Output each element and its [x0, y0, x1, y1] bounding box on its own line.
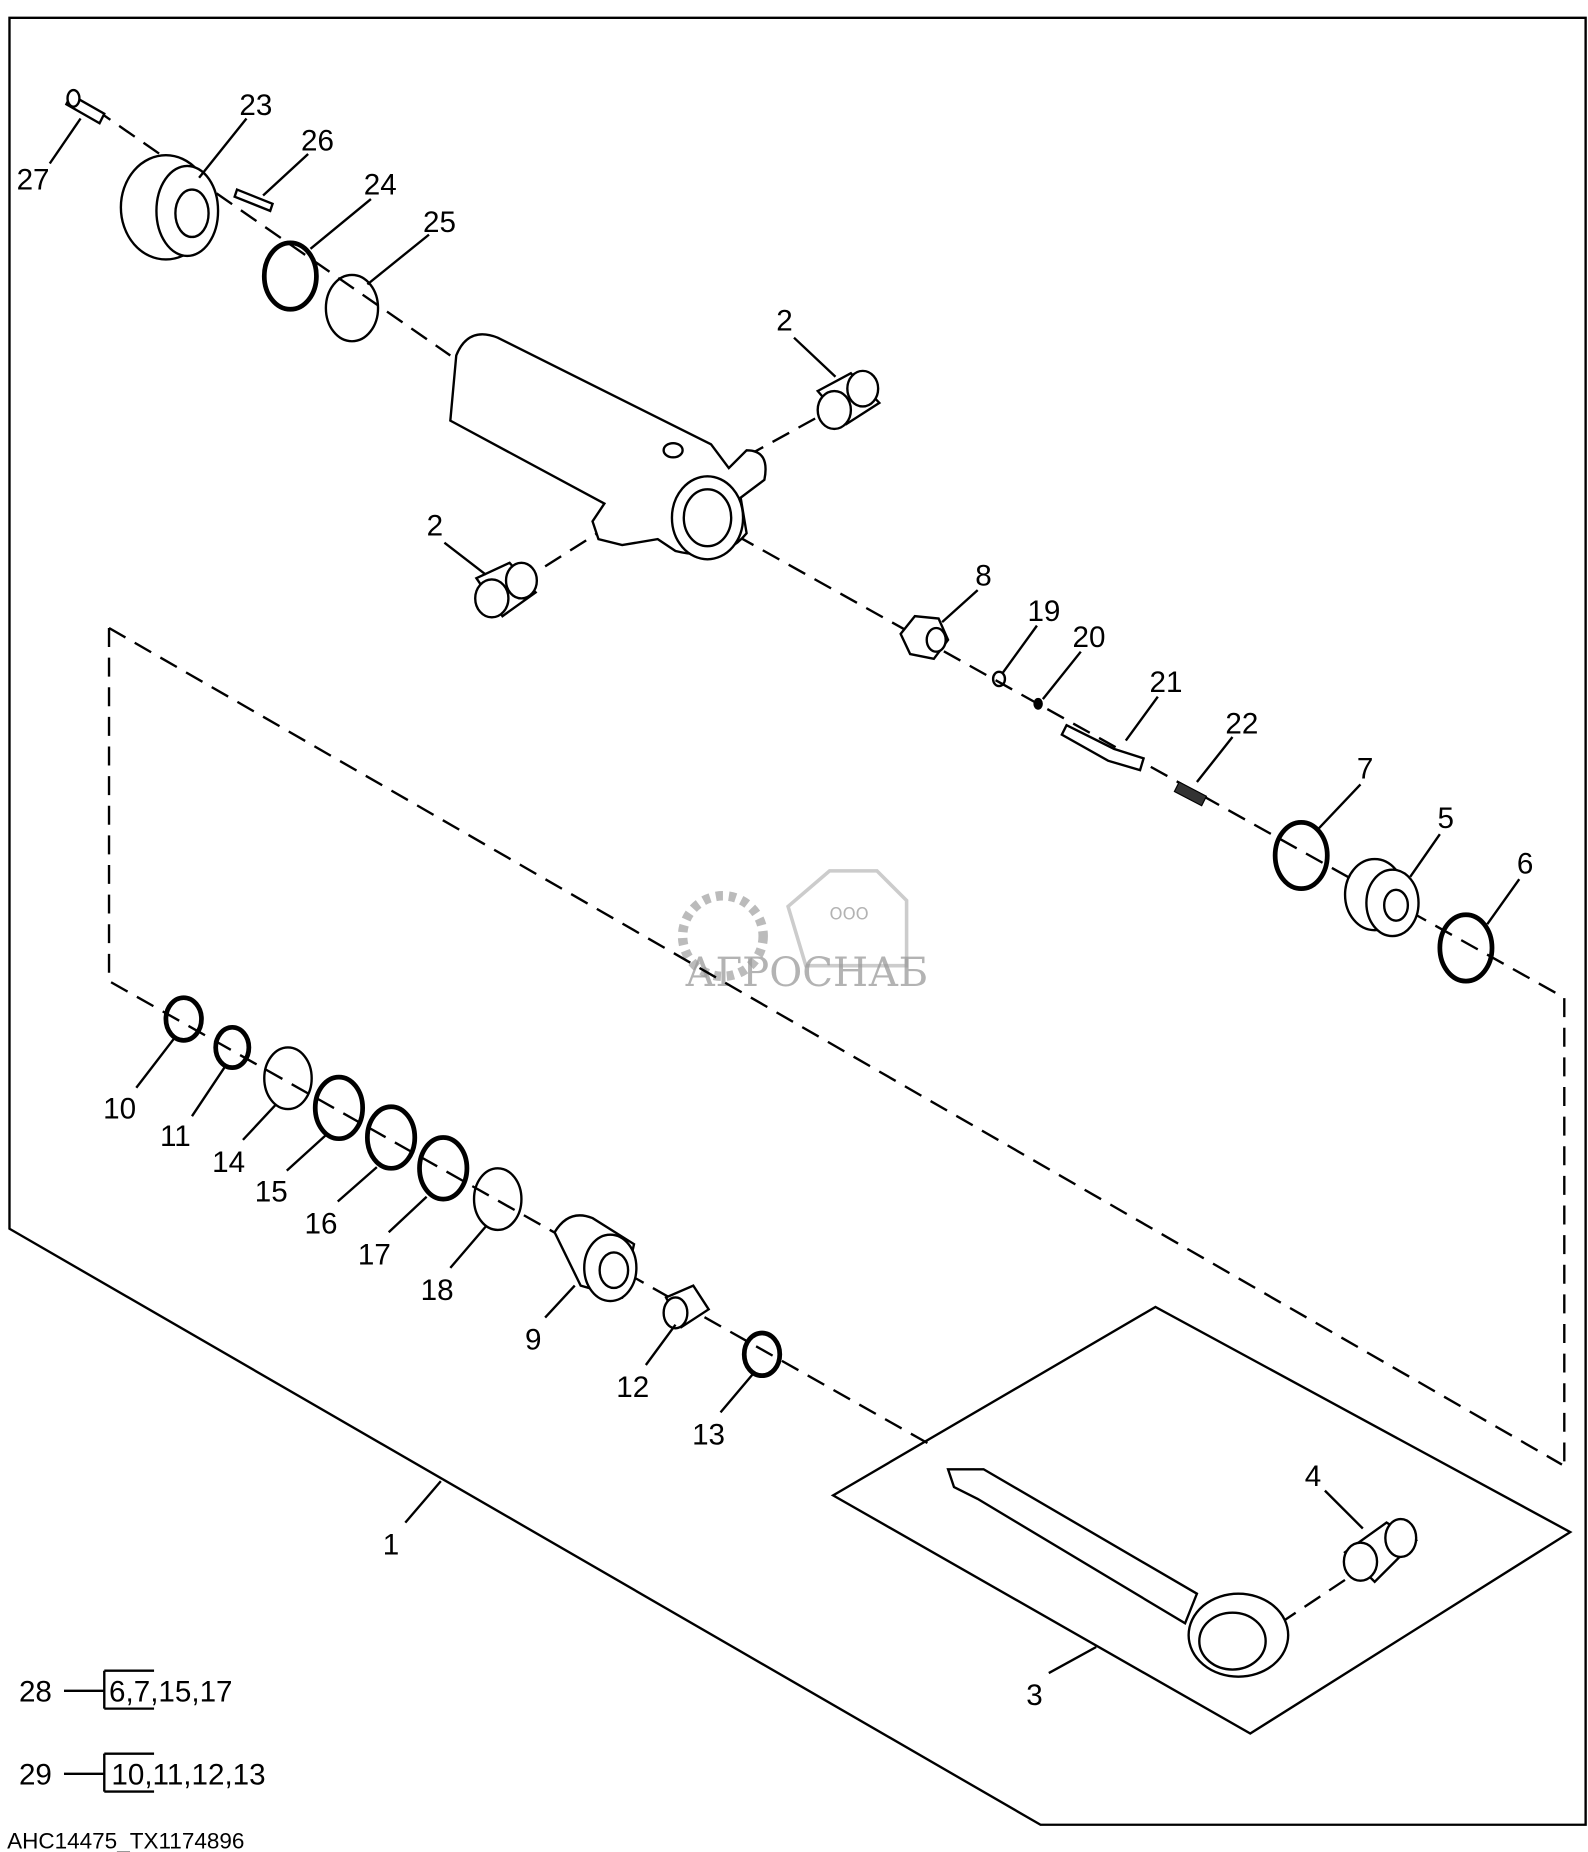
callout-26: 26 [301, 124, 334, 157]
part-13-wiper [741, 1330, 783, 1379]
callout-21: 21 [1150, 666, 1183, 699]
callout-12: 12 [616, 1371, 649, 1404]
part-2-bushing-upper [815, 369, 882, 431]
part-5-piston [1343, 857, 1420, 938]
part-25-backup-ring [324, 273, 380, 343]
assembly-frame [8, 16, 1587, 1826]
kit-contents: 10,11,12,13 [111, 1758, 265, 1791]
callout-2-upper: 2 [776, 305, 792, 338]
part-3-rod-box [830, 1305, 1573, 1735]
cylinder-barrel [449, 333, 767, 561]
callout-27: 27 [17, 164, 50, 197]
kit-legend: 28 6,7,15,17 29 10,11,12,13 [19, 1669, 266, 1793]
part-4-bushing [1342, 1517, 1419, 1584]
callout-7: 7 [1357, 752, 1373, 785]
part-3-piston-rod [946, 1468, 1290, 1678]
part-9-gland [553, 1214, 638, 1303]
callout-22: 22 [1225, 707, 1258, 740]
part-11-seal [213, 1024, 252, 1070]
part-7-backup-ring [1272, 819, 1330, 892]
callout-9: 9 [525, 1324, 541, 1357]
callout-17: 17 [358, 1238, 391, 1271]
part-10-wiper [163, 995, 204, 1043]
part-19-ring [991, 670, 1007, 688]
callout-18: 18 [421, 1274, 454, 1307]
part-2-bushing-lower [474, 561, 539, 619]
callout-16: 16 [305, 1207, 338, 1240]
part-26-pin [233, 188, 275, 213]
callout-4: 4 [1305, 1460, 1321, 1493]
callout-13: 13 [692, 1418, 725, 1451]
callout-15: 15 [255, 1175, 288, 1208]
part-22-spring [1173, 781, 1208, 807]
assembly-axes [94, 108, 1566, 1625]
part-23-cylinder-head [119, 154, 220, 261]
callout-3: 3 [1026, 1679, 1042, 1712]
part-16-ring [365, 1104, 418, 1171]
callout-23: 23 [239, 89, 272, 122]
callout-6: 6 [1517, 847, 1533, 880]
part-8-nut [899, 614, 950, 661]
part-12-bushing [662, 1284, 711, 1330]
callout-20: 20 [1072, 621, 1105, 654]
part-14-o-ring [263, 1046, 313, 1111]
callout-1: 1 [383, 1529, 399, 1562]
kit-item-number: 28 [19, 1676, 52, 1709]
part-24-o-ring [261, 240, 319, 312]
kit-contents: 6,7,15,17 [109, 1676, 232, 1709]
part-17-ring [417, 1135, 470, 1202]
leader-lines [48, 117, 1521, 1675]
callout-11: 11 [160, 1120, 191, 1153]
part-15-ring [312, 1074, 366, 1142]
part-6-seal [1437, 912, 1495, 984]
kit-29: 29 10,11,12,13 [19, 1752, 266, 1793]
figure-id: AHC14475_TX1174896 [7, 1828, 244, 1852]
watermark-logo: ООО АГРОСНАБ [677, 869, 928, 996]
kit-item-number: 29 [19, 1758, 52, 1791]
callout-2-lower: 2 [427, 510, 443, 543]
part-27-bolt [64, 88, 106, 125]
watermark-prefix: ООО [830, 904, 869, 923]
part-21-valve-stem [1060, 723, 1146, 772]
callout-10: 10 [103, 1093, 136, 1126]
kit-28: 28 6,7,15,17 [19, 1669, 233, 1710]
callout-24: 24 [364, 168, 397, 201]
callout-labels: 27 23 26 24 25 2 2 8 19 20 21 22 7 5 6 1… [17, 89, 1534, 1712]
callout-25: 25 [423, 206, 456, 239]
callout-19: 19 [1027, 595, 1060, 628]
part-20-ball [1033, 697, 1043, 710]
callout-8: 8 [975, 559, 991, 592]
callout-14: 14 [212, 1146, 245, 1179]
part-18-o-ring [472, 1167, 523, 1232]
callout-5: 5 [1437, 802, 1453, 835]
watermark-name: АГРОСНАБ [685, 950, 928, 996]
